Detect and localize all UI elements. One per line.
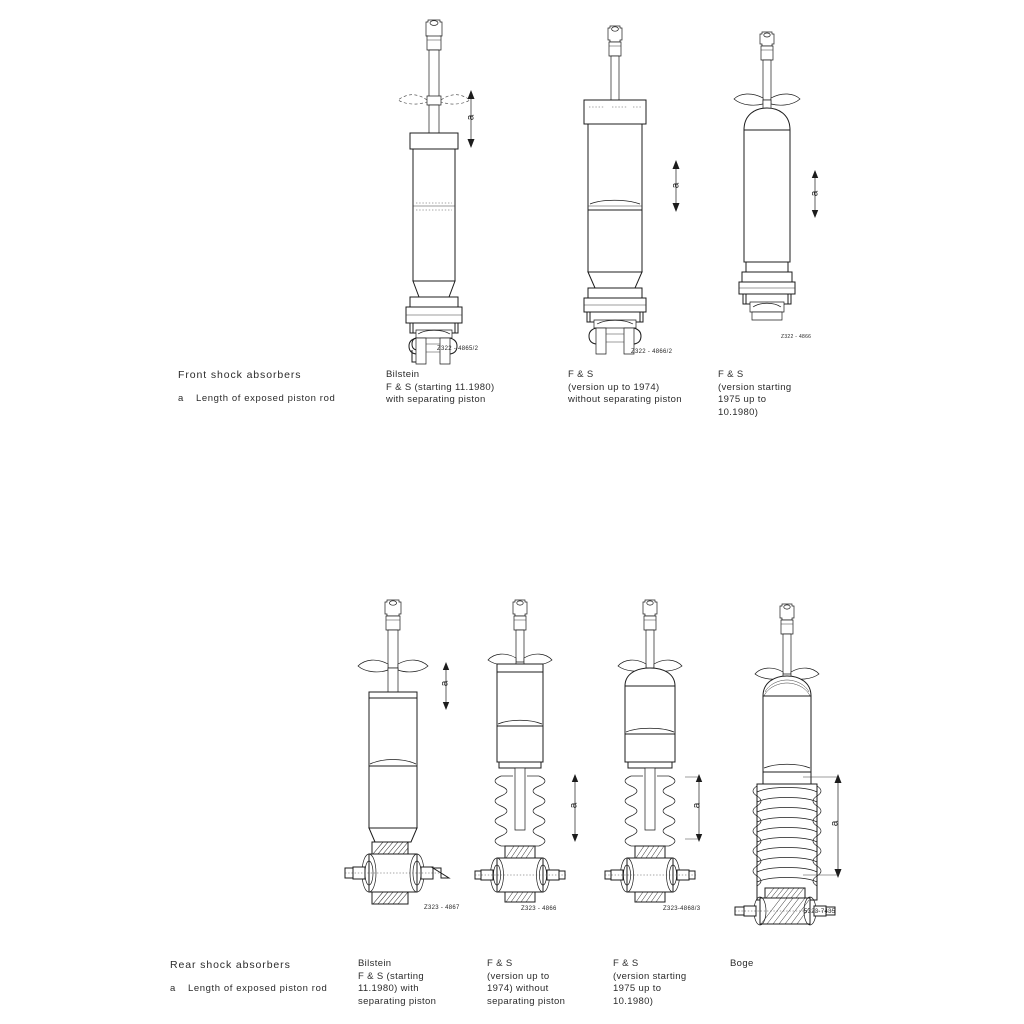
dimension-arrow-front-1 xyxy=(458,88,484,150)
front-section-title: Front shock absorbers xyxy=(178,369,302,381)
figure-rear-3 xyxy=(604,594,735,924)
front-shock-1-drawing xyxy=(397,19,471,365)
part-number-rear-1: Z323 - 4867 xyxy=(424,905,460,911)
caption-rear-2: F & S (version up to 1974) without separ… xyxy=(487,958,566,1007)
caption-front-1: Bilstein F & S (starting 11.1980) with s… xyxy=(386,369,495,405)
figure-front-2 xyxy=(570,18,700,358)
rear-legend-key: a xyxy=(170,983,176,994)
dimension-arrow-rear-2 xyxy=(563,772,587,844)
rear-section-title: Rear shock absorbers xyxy=(170,959,291,971)
rear-legend: a Length of exposed piston rod xyxy=(170,983,327,994)
caption-front-2: F & S (version up to 1974) without separ… xyxy=(568,369,682,405)
part-number-rear-3: Z323-4868/3 xyxy=(663,906,701,912)
part-number-front-3: Z322 - 4866 xyxy=(781,334,812,340)
caption-rear-1: Bilstein F & S (starting 11.1980) with s… xyxy=(358,958,437,1007)
dimension-letter-front-3: a xyxy=(809,190,821,197)
front-shock-3-drawing xyxy=(733,31,801,321)
front-legend-key: a xyxy=(178,393,184,404)
part-number-front-2: Z322 - 4866/2 xyxy=(631,349,673,355)
caption-rear-4: Boge xyxy=(730,958,754,969)
dimension-arrow-front-2 xyxy=(663,158,689,214)
dimension-letter-front-1: a xyxy=(465,114,477,121)
dimension-arrow-rear-1 xyxy=(434,660,458,712)
rear-legend-text: Length of exposed piston rod xyxy=(188,983,328,994)
rear-shock-3-drawing xyxy=(604,599,697,903)
dimension-arrow-rear-3 xyxy=(685,772,713,844)
dimension-arrow-front-3 xyxy=(803,168,827,220)
figure-rear-1 xyxy=(344,594,475,924)
rear-shock-2-drawing xyxy=(474,599,567,903)
front-legend: a Length of exposed piston rod xyxy=(178,393,335,404)
part-number-front-1: Z322 - 4865/2 xyxy=(437,346,479,352)
dimension-arrow-rear-4 xyxy=(803,772,853,880)
dimension-letter-rear-1: a xyxy=(439,680,451,687)
figure-rear-4 xyxy=(734,596,875,926)
caption-rear-3: F & S (version starting 1975 up to 10.19… xyxy=(613,958,687,1007)
front-shock-2-drawing xyxy=(583,25,647,355)
figure-rear-2 xyxy=(474,594,605,924)
figure-front-3 xyxy=(722,20,842,350)
dimension-letter-rear-4: a xyxy=(829,820,841,827)
dimension-letter-rear-3: a xyxy=(691,802,703,809)
rear-shock-1-drawing xyxy=(344,599,451,905)
rear-shock-4-drawing xyxy=(734,603,836,926)
front-legend-text: Length of exposed piston rod xyxy=(196,393,336,404)
figure-front-1 xyxy=(380,8,510,365)
part-number-rear-4: 5323-7435 xyxy=(804,909,836,915)
dimension-letter-rear-2: a xyxy=(568,802,580,809)
dimension-letter-front-2: a xyxy=(670,182,682,189)
part-number-rear-2: Z323 - 4866 xyxy=(521,906,557,912)
caption-front-3: F & S (version starting 1975 up to 10.19… xyxy=(718,369,792,418)
